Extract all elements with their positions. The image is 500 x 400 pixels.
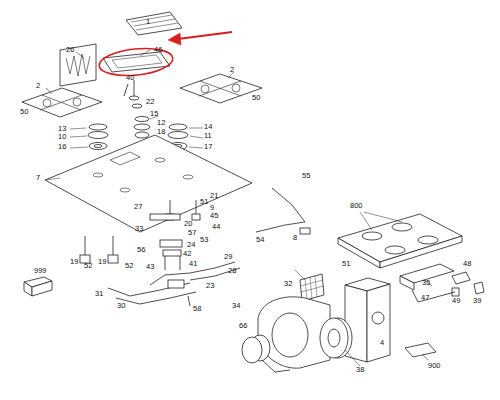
callout-number: 11: [204, 132, 212, 140]
callout-number: 46: [154, 46, 162, 54]
callout-number: 15: [150, 110, 158, 118]
callout-number: 20: [184, 220, 192, 228]
callout-number: 2: [230, 66, 234, 74]
vent-tray-inner: [112, 55, 162, 68]
callout-number: 52: [84, 262, 92, 270]
callout-number: 1: [146, 18, 150, 26]
callout-number: 18: [157, 128, 165, 136]
cooktop-panel: [45, 135, 252, 232]
callout-number: 19: [70, 258, 78, 266]
leader-lines: [46, 50, 432, 366]
callout-number: 66: [239, 322, 247, 330]
callout-number: 50: [20, 108, 28, 116]
cooktop-holes: [93, 152, 193, 192]
blower-motor: [242, 335, 290, 372]
callout-number: 41: [189, 260, 197, 268]
callout-number: 51: [200, 198, 208, 206]
callout-number: 4: [380, 339, 384, 347]
callout-number: 10: [58, 133, 66, 141]
gas-manifold-tubes: [108, 262, 240, 306]
callout-number: 47: [421, 294, 429, 302]
callout-number: 51: [342, 260, 350, 268]
callout-number: 57: [188, 229, 196, 237]
callout-number: 21: [210, 192, 218, 200]
vent-trim: [126, 12, 182, 35]
callout-number: 58: [193, 305, 201, 313]
callout-number: 9: [210, 204, 214, 212]
callout-number: 44: [212, 223, 220, 231]
panel-pattern: [66, 54, 90, 76]
blower-scroll: [258, 297, 330, 368]
callout-number: 40: [126, 74, 134, 82]
back-panel: [60, 44, 96, 86]
callout-number: 8: [293, 234, 297, 242]
blower-housing: [345, 278, 390, 362]
vent-slots: [131, 15, 178, 30]
callout-number: 54: [256, 236, 264, 244]
callout-number: 49: [452, 297, 460, 305]
callout-number: 38: [356, 366, 364, 374]
callout-number: 30: [117, 302, 125, 310]
callout-number: 7: [36, 174, 40, 182]
callout-number: 27: [134, 203, 142, 211]
callout-number: 900: [428, 362, 441, 370]
callout-number: 29: [224, 253, 232, 261]
gas-valves: [80, 200, 200, 270]
callout-number: 55: [302, 172, 310, 180]
callout-number: 39: [473, 297, 481, 305]
callout-number: 999: [34, 267, 47, 275]
callout-number: 31: [95, 290, 103, 298]
callout-number: 35: [422, 279, 430, 287]
callout-number: 28: [228, 267, 236, 275]
callout-number: 13: [58, 125, 66, 133]
callout-number: 34: [232, 302, 240, 310]
callout-number: 800: [350, 202, 363, 210]
callout-number: 17: [204, 143, 212, 151]
gas-supply-tubes: [256, 188, 310, 234]
callout-number: 32: [284, 280, 292, 288]
burner-box: [338, 214, 462, 268]
ignition-module: [400, 264, 484, 302]
callout-number: 16: [58, 143, 66, 151]
burner-grate: [22, 88, 102, 117]
callout-number: 22: [146, 98, 154, 106]
callout-number: 50: [252, 94, 260, 102]
part-box: [24, 277, 52, 296]
callout-number: 26: [66, 46, 74, 54]
callout-number: 2: [36, 82, 40, 90]
callout-number: 56: [137, 246, 145, 254]
callout-number: 52: [125, 262, 133, 270]
small-burner-parts: [124, 80, 142, 108]
blower-grille: [300, 274, 324, 301]
highlight-arrow: [168, 32, 232, 45]
callout-number: 43: [146, 263, 154, 271]
callout-number: 42: [183, 250, 191, 258]
callout-number: 33: [135, 225, 143, 233]
callout-number: 53: [200, 236, 208, 244]
callout-number: 23: [206, 282, 214, 290]
callout-number: 19: [98, 258, 106, 266]
callout-number: 12: [157, 119, 165, 127]
highlight-ellipse: [98, 45, 174, 79]
callout-number: 14: [204, 123, 212, 131]
burner-grate: [180, 74, 262, 103]
callout-number: 45: [210, 212, 218, 220]
label-plate: [405, 343, 436, 357]
callout-number: 24: [187, 241, 195, 249]
callout-number: 48: [463, 260, 471, 268]
